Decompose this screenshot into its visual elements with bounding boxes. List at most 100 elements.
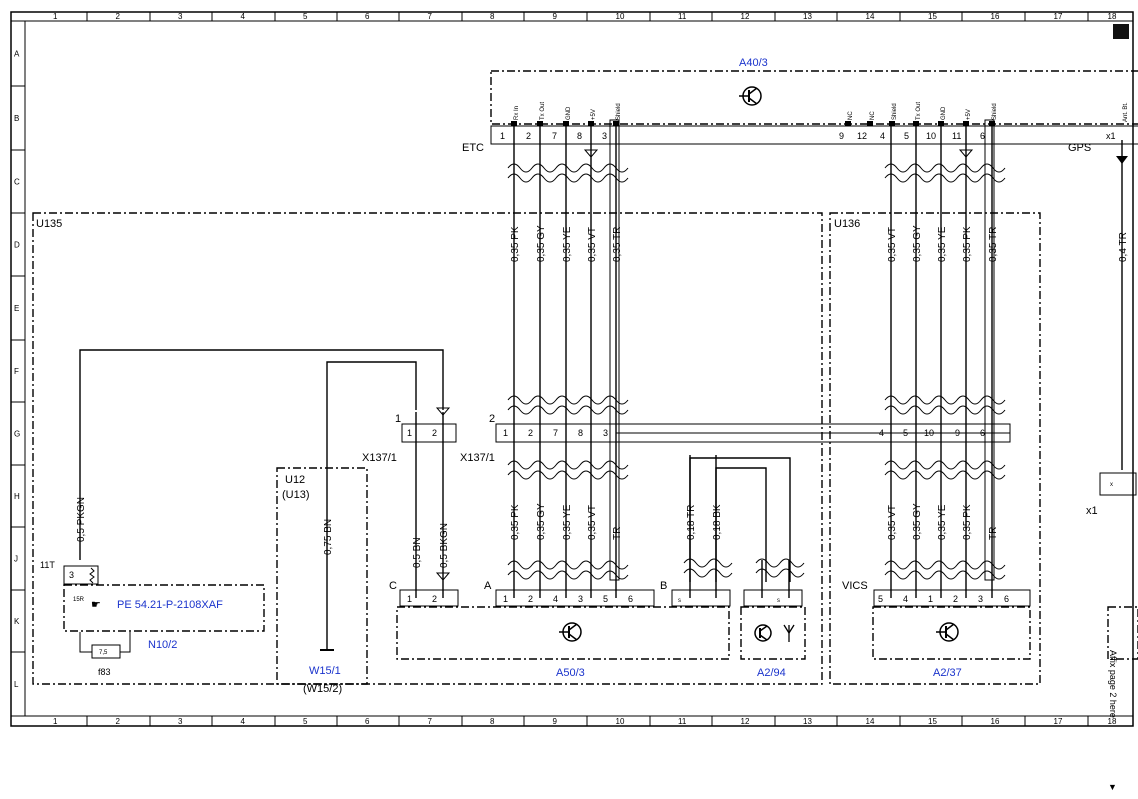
- vics-label: VICS: [842, 580, 868, 592]
- a40-3-box: [490, 70, 1138, 125]
- twist-mark: [507, 560, 629, 570]
- a50-3-box: [396, 606, 730, 660]
- row-label: D: [14, 241, 20, 250]
- row-ticks: [11, 85, 25, 717]
- wire-label: 0,35 PK: [510, 504, 521, 540]
- a2-37-transistor-icon: [936, 622, 959, 642]
- col-label-bottom: 5: [303, 717, 308, 726]
- a40-pin-num: 1: [500, 131, 505, 141]
- col-label-top: 12: [741, 12, 750, 21]
- a40-pin-num: 8: [577, 131, 582, 141]
- ground-icon: [958, 149, 974, 158]
- a2-37-pin: 6: [1004, 594, 1009, 604]
- a2-94-label: A2/94: [757, 667, 786, 679]
- fuse-f83: [91, 644, 121, 659]
- wire-label: 0,18 TR: [686, 505, 697, 540]
- a50-c-pin: 2: [432, 594, 437, 604]
- wire-label: 0,35 TR: [988, 227, 999, 262]
- twist-mark: [884, 405, 1006, 415]
- x137-pin-num: 1: [407, 428, 412, 438]
- a50-b-pin: s: [678, 598, 681, 604]
- twist-mark: [507, 173, 629, 183]
- pin-marker: [537, 121, 543, 126]
- row-label: L: [14, 680, 19, 689]
- a2-94-connector: [743, 589, 803, 607]
- x137-1-label-left: X137/1: [362, 452, 397, 464]
- pin-marker: [563, 121, 569, 126]
- pin-marker: [889, 121, 895, 126]
- twist-mark: [884, 163, 1006, 173]
- row-label: G: [14, 430, 20, 439]
- wire-label: TR: [988, 527, 999, 540]
- affix-note: Affix page 2 here: [1108, 650, 1118, 718]
- a50-connector-a: [495, 589, 655, 607]
- fuse-wire-right: [120, 632, 131, 653]
- a2-37-pin: 1: [928, 594, 933, 604]
- a40-pin-name: +5V: [591, 109, 597, 120]
- relay-coil-icon: [89, 567, 95, 584]
- twist-mark: [507, 570, 629, 580]
- a50-connector-c: [399, 589, 459, 607]
- pe-reference-link[interactable]: PE 54.21-P-2108XAF: [117, 599, 223, 611]
- a40-pin-name: Shield: [892, 103, 898, 120]
- twist-mark: [755, 568, 805, 578]
- pin-marker: [511, 121, 517, 126]
- col-label-top: 16: [991, 12, 1000, 21]
- wire-label: 0,5 PKGN: [76, 497, 87, 542]
- a40-pin-name: Rx In: [514, 106, 520, 120]
- u135-label: U135: [36, 218, 62, 230]
- col-label-bottom: 7: [428, 717, 433, 726]
- vertical-wires: [415, 119, 995, 598]
- row-label: F: [14, 367, 19, 376]
- col-label-bottom: 17: [1054, 717, 1063, 726]
- a40-pin-name: Tx Out: [916, 102, 922, 120]
- a40-connector-strip: [490, 125, 1138, 145]
- x137-pin-num: 2: [432, 428, 437, 438]
- shield-sleeve: [984, 119, 995, 581]
- a40-pin-num: 3: [602, 131, 607, 141]
- col-label-bottom: 16: [991, 717, 1000, 726]
- twist-mark: [755, 558, 805, 568]
- col-label-top: 9: [553, 12, 558, 21]
- a50-conn-b-letter: B: [660, 580, 667, 592]
- x137-pin-num: 7: [553, 428, 558, 438]
- a50-conn-a-letter: A: [484, 580, 492, 592]
- col-label-bottom: 18: [1108, 717, 1117, 726]
- a40-3-label: A40/3: [739, 57, 768, 69]
- u12-label: U12: [285, 474, 305, 486]
- pkgn-wire: [79, 349, 444, 560]
- a40-pin-name: Tx Out: [540, 102, 546, 120]
- w15-2-label: (W15/2): [303, 683, 342, 695]
- t11-label: 11T: [40, 560, 55, 570]
- a2-94-pin: s: [777, 598, 780, 604]
- wire-label: 0,35 GY: [536, 503, 547, 540]
- a50-a-pin: 5: [603, 594, 608, 604]
- a2-94-box: [740, 606, 806, 660]
- a40-3-transistor-icon: [739, 86, 762, 106]
- wire-label: 0,35 YE: [562, 226, 573, 262]
- twist-mark: [884, 173, 1006, 183]
- a50-a-pin: 4: [553, 594, 558, 604]
- fuse-value: 7,5: [99, 650, 108, 656]
- gps-label: GPS: [1068, 142, 1091, 154]
- wire-label: 0,35 VT: [887, 505, 898, 540]
- row-label: K: [14, 617, 20, 626]
- bn-wire-x137: [326, 361, 417, 650]
- diagram-frame: [10, 11, 1134, 727]
- col-label-bottom: 6: [365, 717, 370, 726]
- x137-pin-num: 8: [578, 428, 583, 438]
- col-label-bottom: 12: [741, 717, 750, 726]
- twist-mark: [884, 570, 1006, 580]
- a40-pin-name: GND: [941, 106, 947, 120]
- u136-label: U136: [834, 218, 860, 230]
- wire-label: TR: [612, 527, 623, 540]
- antenna-icon: [783, 624, 795, 642]
- col-label-bottom: 15: [928, 717, 937, 726]
- twist-mark: [507, 470, 629, 480]
- x1-label: x1: [1086, 505, 1098, 517]
- x137-conn1-num: 1: [395, 413, 401, 425]
